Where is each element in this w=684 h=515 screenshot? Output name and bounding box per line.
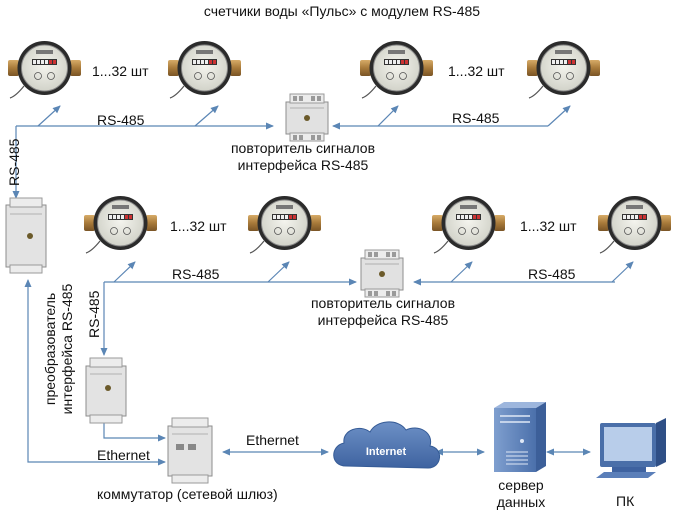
repeater-label-line1: повторитель сигналов [310,295,456,311]
meter-count-label: 1...32 шт [448,63,505,79]
water-meter-icon [597,195,672,254]
water-meter-icon [431,195,506,254]
water-meter-icon [526,40,601,99]
connection-lines [12,105,634,466]
repeater-device-icon [360,249,404,298]
water-meter-icon [359,40,434,99]
meter-count-label: 1...32 шт [520,218,577,234]
switch-label: коммутатор (сетевой шлюз) [97,486,278,502]
internet-cloud-icon: Internet [333,421,440,469]
pc-label: ПК [616,493,635,509]
meter-count-label: 1...32 шт [92,63,149,79]
repeater-label-line2: интерфейса RS-485 [237,157,369,173]
converter-device-icon [5,197,47,274]
diagram-title: счетчики воды «Пульс» с модулем RS-485 [203,3,481,19]
pc-icon [596,418,666,478]
repeater-label-line1: повторитель сигналов [230,140,376,156]
bus-label: RS-485 [452,110,500,126]
repeater-label: повторитель сигналов интерфейса RS-485 [298,295,468,329]
bus-label-vertical: RS-485 [6,138,22,186]
bus-label: RS-485 [172,266,220,282]
water-meter-icon [83,195,158,254]
water-meter-icon [7,40,82,99]
server-icon [494,402,546,472]
server-label: сервер данных [476,477,566,511]
switch-device-icon [167,417,213,484]
converter-label: преобразователь интерфейса RS-485 [42,274,76,424]
server-label-line1: сервер [498,477,544,493]
water-meter-icon [167,40,242,99]
converter-label-line2: интерфейса RS-485 [59,283,75,415]
meter-count-label: 1...32 шт [170,218,227,234]
cloud-label: Internet [366,446,407,458]
bus-label: RS-485 [528,266,576,282]
water-meter-icon [247,195,322,254]
repeater-label: повторитель сигналов интерфейса RS-485 [218,140,388,174]
ethernet-label: Ethernet [97,447,150,463]
bus-label: RS-485 [97,112,145,128]
bus-label-vertical: RS-485 [86,290,102,338]
converter-label-line1: преобразователь [42,292,58,406]
repeater-label-line2: интерфейса RS-485 [317,312,449,328]
repeater-device-icon [285,93,329,142]
converter-device-icon-2 [85,357,127,424]
server-label-line2: данных [496,494,546,510]
ethernet-label: Ethernet [246,432,299,448]
